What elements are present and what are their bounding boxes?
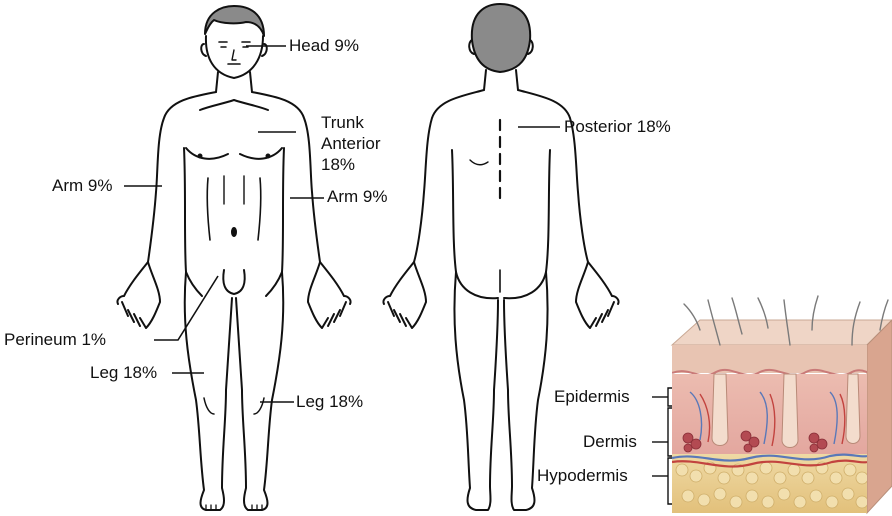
skin-cross-section <box>652 296 892 514</box>
front-leader-lines <box>124 46 324 402</box>
layer-brackets <box>652 388 672 504</box>
hypodermis-bracket <box>668 458 672 504</box>
perineum-label: Perineum 1% <box>4 330 106 350</box>
front-body-figure <box>117 6 350 510</box>
posterior-label: Posterior 18% <box>564 117 671 137</box>
epidermis-label: Epidermis <box>554 387 630 407</box>
hypodermis-label: Hypodermis <box>537 466 628 486</box>
front-head-outline <box>206 36 263 78</box>
head-label: Head 9% <box>289 36 359 56</box>
front-left-leg <box>185 272 232 510</box>
arm-left-label: Arm 9% <box>52 176 112 196</box>
leg-right-label: Leg 18% <box>296 392 363 412</box>
leg-left-label: Leg 18% <box>90 363 157 383</box>
skin-top-surface <box>672 320 892 345</box>
front-left-hand <box>117 262 160 328</box>
front-torso-right <box>252 92 320 262</box>
arm-right-label: Arm 9% <box>327 187 387 207</box>
front-hair <box>205 6 264 36</box>
epidermis-layer <box>672 345 867 373</box>
trunk-label-line1: Trunk <box>321 112 381 133</box>
trunk-label-line2: Anterior <box>321 133 381 154</box>
front-right-hand <box>308 262 351 328</box>
skin-side-face <box>867 320 892 513</box>
dermis-label: Dermis <box>583 432 637 452</box>
dermis-bracket <box>668 408 672 456</box>
back-head <box>472 4 530 72</box>
trunk-anterior-label: Trunk Anterior 18% <box>321 112 381 175</box>
front-right-leg <box>236 272 283 510</box>
front-torso-left <box>148 92 216 262</box>
epidermis-bracket <box>668 388 672 406</box>
trunk-label-line3: 18% <box>321 154 381 175</box>
